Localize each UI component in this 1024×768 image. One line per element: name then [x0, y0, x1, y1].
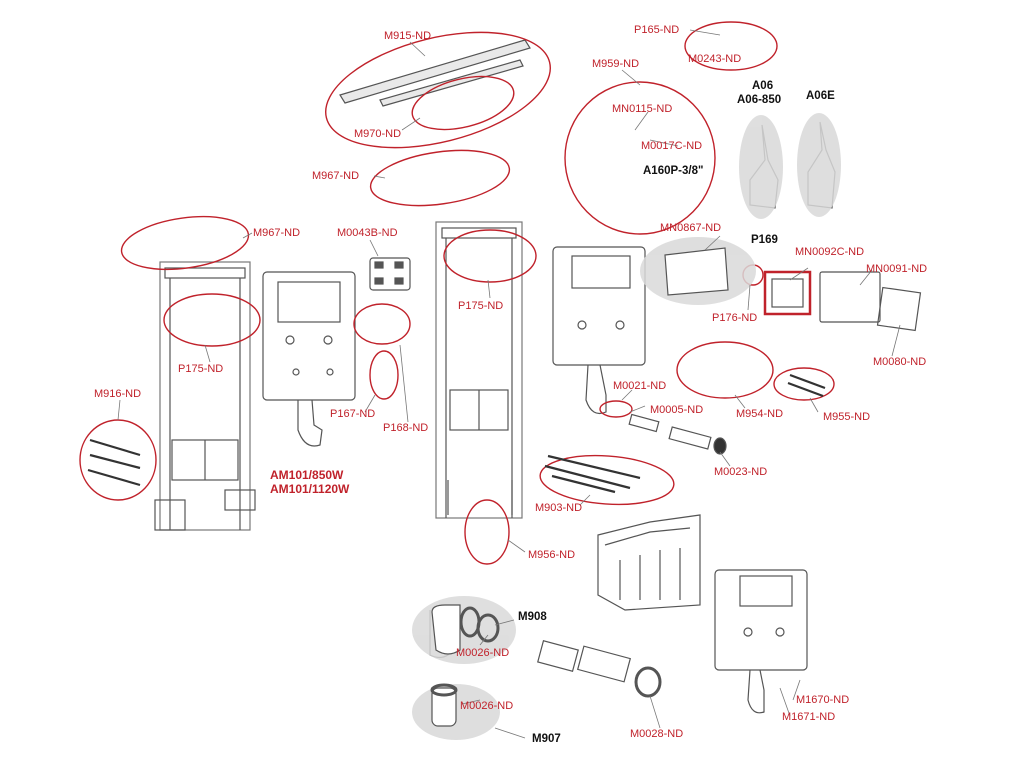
- label-mn0115: MN0115-ND: [612, 103, 673, 115]
- middle-cistern: [552, 246, 646, 415]
- rail-bars: [339, 39, 531, 107]
- label-m915: M915-ND: [384, 30, 432, 42]
- part-group-outlines: [79, 21, 835, 565]
- label-m0043b: M0043B-ND: [337, 227, 398, 239]
- left-cistern: [262, 271, 356, 447]
- label-p165: P165-ND: [634, 24, 680, 36]
- label-m0026-bottom: M0026-ND: [460, 700, 514, 712]
- label-p167: P167-ND: [330, 408, 376, 420]
- label-a06-850: A06-850: [737, 94, 782, 106]
- leader-lines: [117, 29, 901, 739]
- label-m954: M954-ND: [736, 408, 784, 420]
- label-m0243: M0243-ND: [688, 53, 742, 65]
- middle-mounting-frame: [435, 221, 523, 519]
- label-m907: M907: [532, 733, 561, 745]
- label-mn0092c: MN0092C-ND: [795, 246, 865, 258]
- label-m959: M959-ND: [592, 58, 640, 70]
- label-m908: M908: [518, 611, 547, 623]
- label-m0080: M0080-ND: [873, 356, 927, 368]
- brackets: [369, 257, 922, 332]
- label-m0017c: M0017C-ND: [641, 140, 703, 152]
- model-name-1120: AM101/1120W: [270, 482, 350, 496]
- label-m956: M956-ND: [528, 549, 576, 561]
- label-m0005: M0005-ND: [650, 404, 704, 416]
- label-mn0091: MN0091-ND: [866, 263, 928, 275]
- model-name-850: AM101/850W: [270, 468, 344, 482]
- label-m1670: M1670-ND: [796, 694, 850, 706]
- label-m970: M970-ND: [354, 128, 402, 140]
- label-m967-top: M967-ND: [312, 170, 360, 182]
- label-p168: P168-ND: [383, 422, 429, 434]
- label-a06e: A06E: [806, 90, 835, 102]
- label-a06: A06: [752, 80, 774, 92]
- left-mounting-frame: [154, 261, 256, 531]
- label-m0021: M0021-ND: [613, 380, 667, 392]
- label-p176: P176-ND: [712, 312, 758, 324]
- label-mn0867: MN0867-ND: [660, 222, 722, 234]
- label-a160p: A160P-3/8": [643, 165, 704, 177]
- label-m0026-top: M0026-ND: [456, 647, 510, 659]
- label-p175-left: P175-ND: [178, 363, 224, 375]
- label-m0023: M0023-ND: [714, 466, 768, 478]
- label-p169: P169: [751, 234, 778, 246]
- shaded-group-parts: [430, 247, 729, 727]
- label-m1671: M1671-ND: [782, 711, 836, 723]
- label-m955: M955-ND: [823, 411, 871, 423]
- label-m967-left: M967-ND: [253, 227, 301, 239]
- shaded-groups: [412, 113, 841, 740]
- label-m916: M916-ND: [94, 388, 142, 400]
- label-p175-mid: P175-ND: [458, 300, 504, 312]
- label-m903: M903-ND: [535, 502, 583, 514]
- threaded-rods: [87, 373, 826, 494]
- insulation-box: [597, 514, 701, 611]
- label-m0028: M0028-ND: [630, 728, 684, 740]
- right-cistern: [714, 569, 808, 714]
